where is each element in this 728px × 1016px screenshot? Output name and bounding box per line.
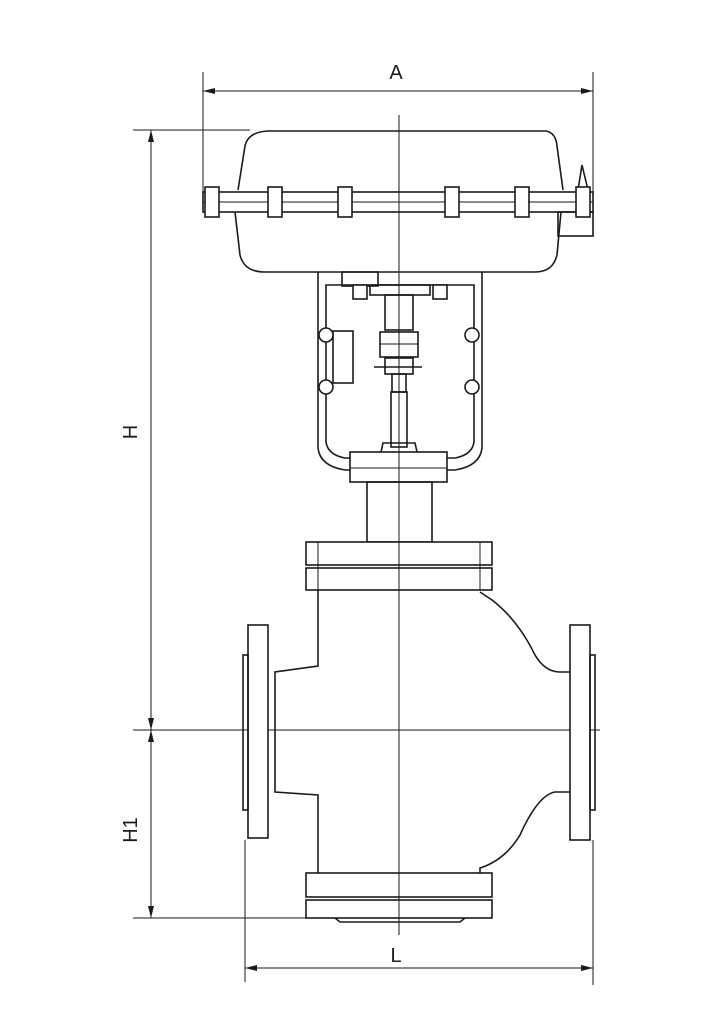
dimension-h1: H1 bbox=[120, 730, 330, 919]
dimension-h-label: H bbox=[120, 425, 142, 439]
dimension-h: H bbox=[120, 129, 600, 731]
dimension-h1-label: H1 bbox=[120, 817, 142, 843]
dimension-a-label: A bbox=[389, 62, 403, 84]
dimension-l: L bbox=[244, 840, 594, 985]
actuator-bolts bbox=[204, 186, 591, 218]
left-flange bbox=[247, 624, 269, 839]
yoke bbox=[317, 271, 483, 471]
actuator bbox=[202, 130, 594, 273]
right-flange bbox=[569, 624, 591, 841]
dimension-l-label: L bbox=[390, 945, 401, 967]
scale-plate bbox=[332, 330, 354, 384]
dimension-a: A bbox=[202, 62, 594, 235]
valve-body bbox=[242, 590, 596, 923]
